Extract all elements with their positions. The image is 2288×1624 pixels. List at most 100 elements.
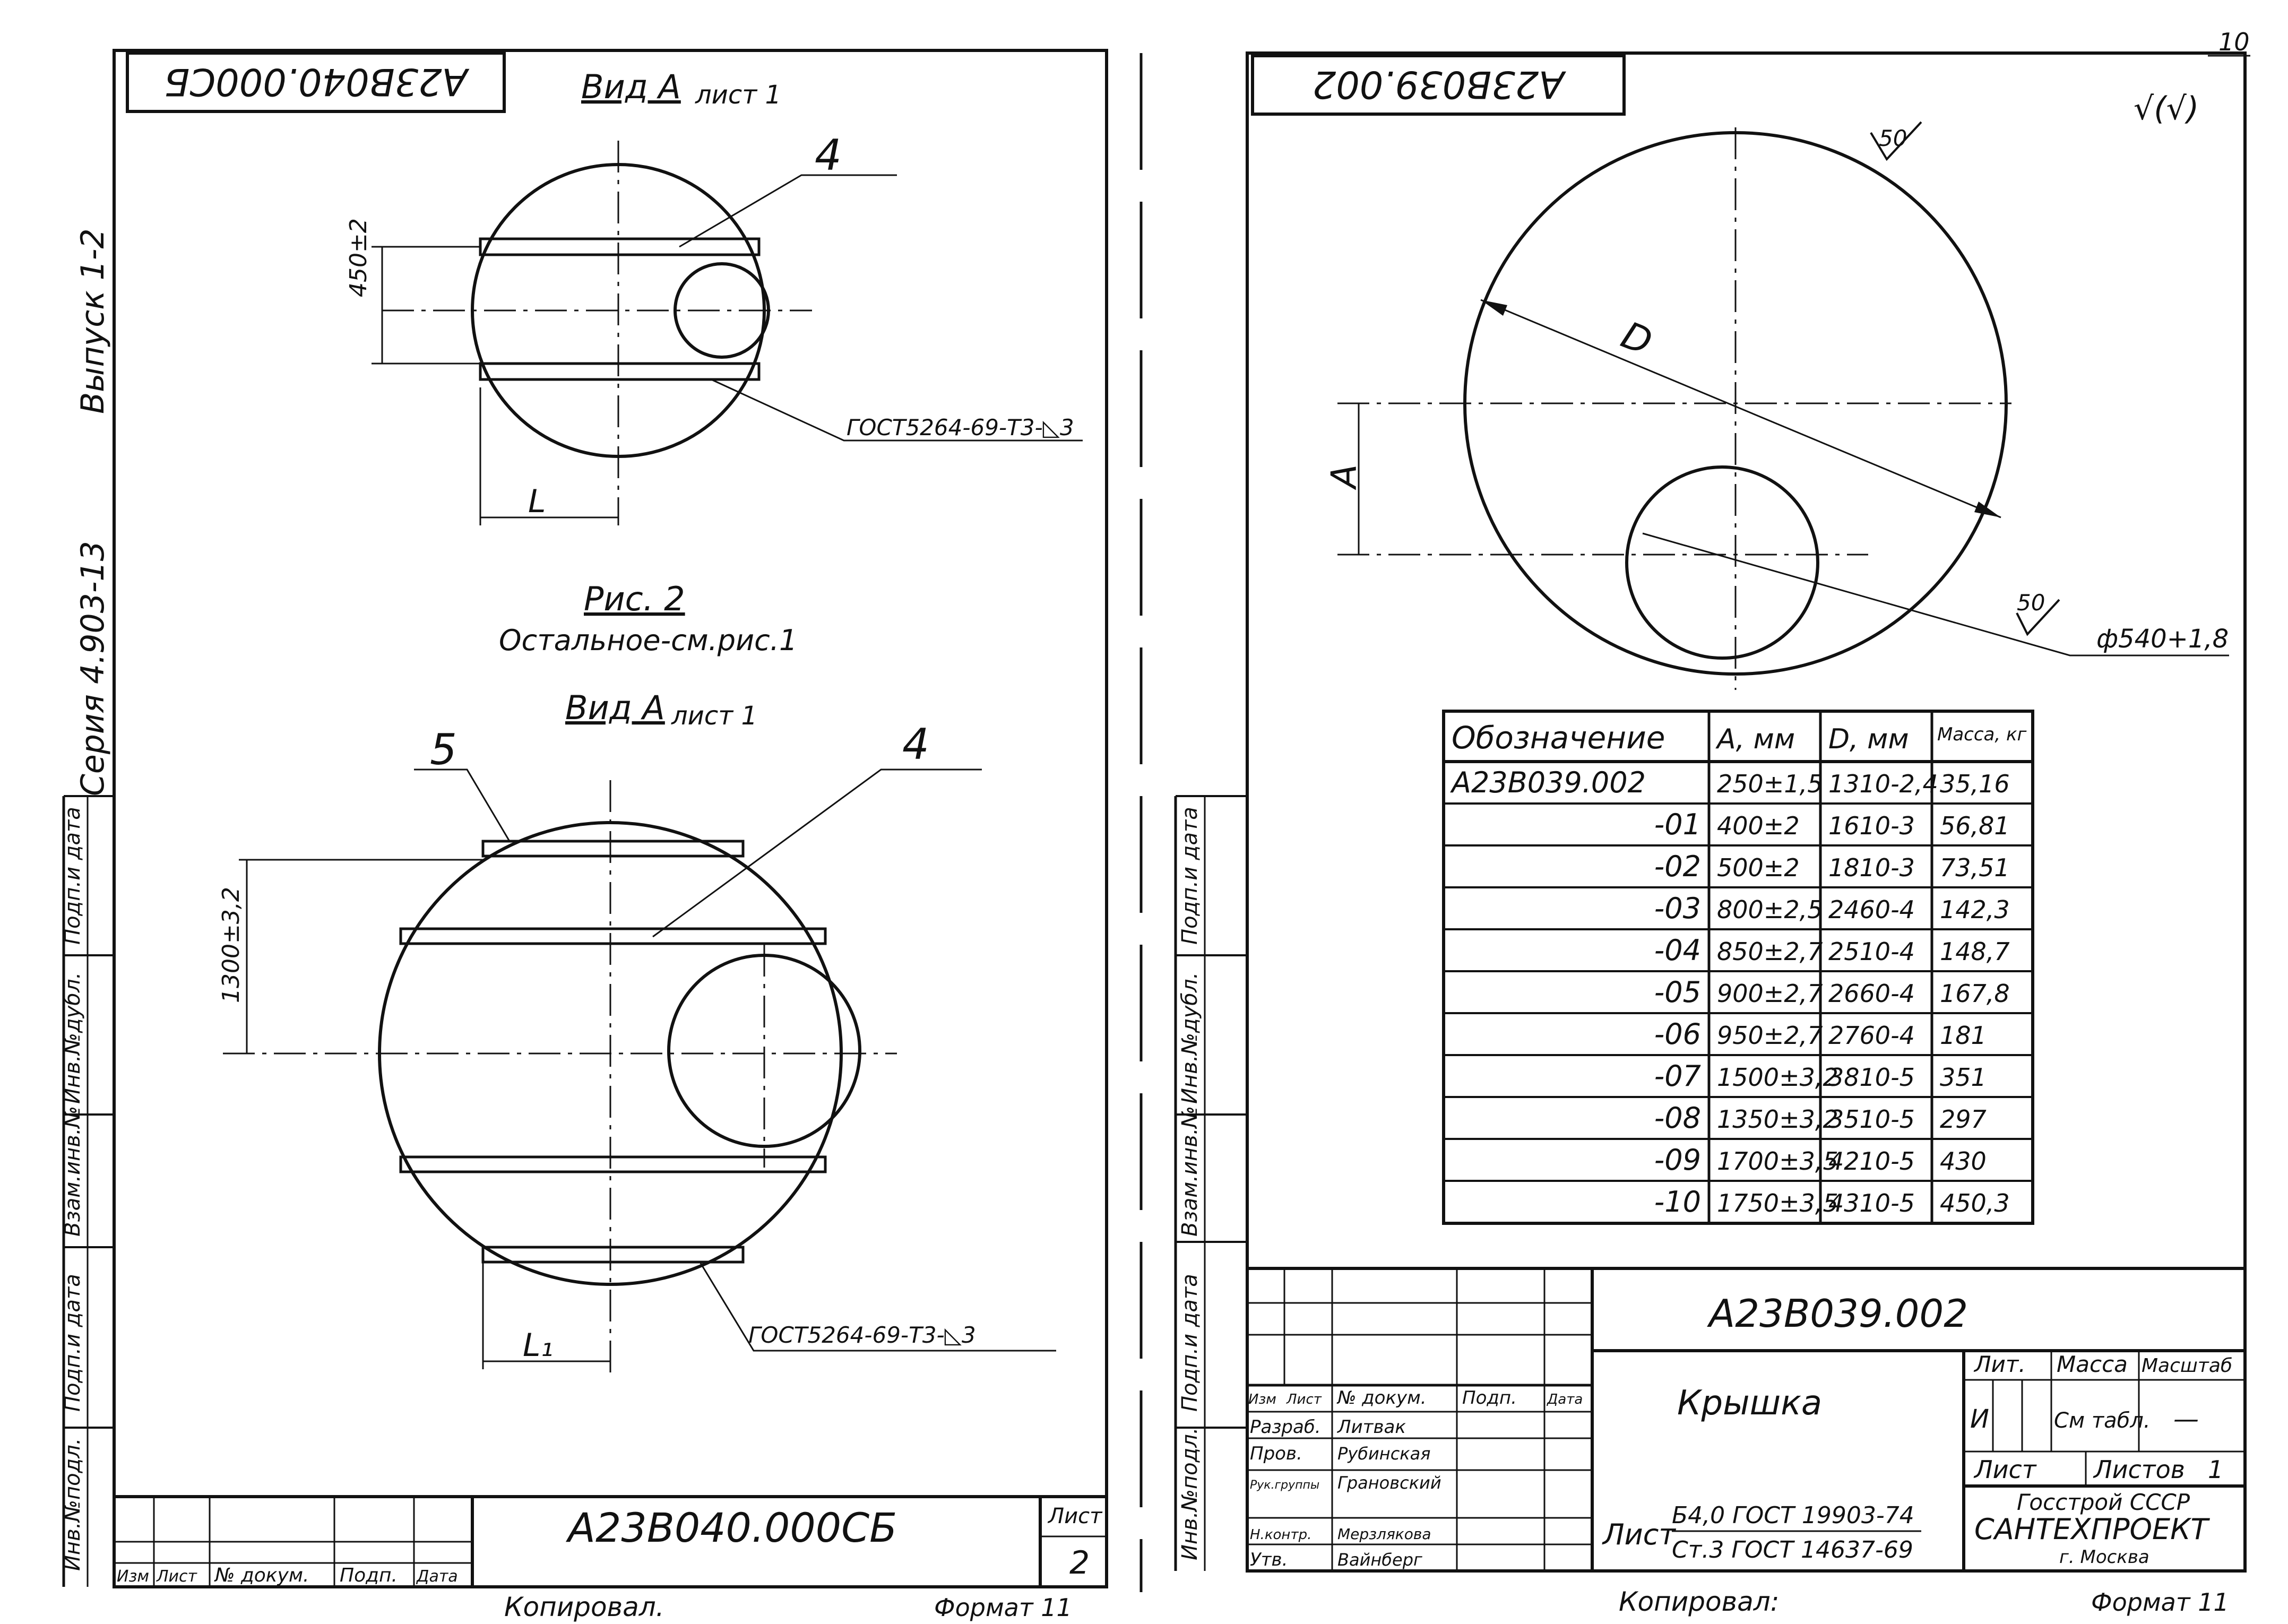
right-tb-role-2: Пров. bbox=[1250, 1443, 1302, 1464]
table-cell: -09 bbox=[1654, 1143, 1701, 1177]
right-stamp-box bbox=[1251, 54, 1626, 116]
left-tb-col-1: Изм bbox=[117, 1567, 149, 1586]
right-dim-A: A bbox=[1324, 464, 1365, 490]
left-view-a2-title: Вид А bbox=[565, 688, 665, 727]
table-cell: 450,3 bbox=[1940, 1189, 2010, 1217]
right-title-block: Изм Лист № докум. Подп. Дата Разраб. Лит… bbox=[1247, 1267, 2245, 1571]
left-side-label-3: Взам.инв.№ bbox=[61, 1106, 85, 1237]
right-tb-sheets-label: Листов bbox=[2093, 1455, 2185, 1484]
table-cell: 1700±3,5 bbox=[1717, 1147, 1838, 1176]
left-side-label-4: Инв.№дубл. bbox=[61, 972, 85, 1104]
variants-table: Обозначение А, мм D, мм Масса, кг А23В03… bbox=[1442, 710, 2034, 1225]
right-tb-col-1: Изм bbox=[1248, 1392, 1276, 1407]
right-tb-name-5: Вайнберг bbox=[1337, 1550, 1422, 1570]
left-dim-450: 450±2 bbox=[345, 218, 372, 297]
right-tb-col-5: Дата bbox=[1547, 1392, 1583, 1407]
right-frame bbox=[1246, 51, 2247, 1573]
left-issue-label: Выпуск 1-2 bbox=[74, 228, 111, 414]
right-tb-lit-label: Лит. bbox=[1973, 1351, 2026, 1377]
left-bottom-bar-3 bbox=[399, 1155, 827, 1173]
table-cell: 800±2,5 bbox=[1717, 895, 1823, 924]
table-header-d: D, мм bbox=[1828, 723, 1909, 755]
left-bottom-bar-4 bbox=[481, 1246, 745, 1264]
right-side-label-3: Взам.инв.№ bbox=[1178, 1106, 1202, 1237]
table-cell: 3510-5 bbox=[1828, 1105, 1915, 1134]
left-tb-code: А23В040.000СБ bbox=[565, 1504, 897, 1551]
left-footer-format: Формат 11 bbox=[934, 1593, 1072, 1622]
table-cell: 2760-4 bbox=[1828, 1021, 1915, 1050]
right-tb-mass-value: См табл. bbox=[2054, 1409, 2151, 1433]
table-cell: 250±1,5 bbox=[1717, 770, 1823, 798]
left-gost-bottom: ГОСТ5264-69-Т3-◺3 bbox=[748, 1322, 976, 1348]
left-top-bar-1 bbox=[479, 237, 761, 256]
left-side-label-1: Инв.№подл. bbox=[61, 1438, 85, 1571]
table-cell: 1500±3,2 bbox=[1717, 1063, 1838, 1092]
right-disc-view: D A ф540+1,8 50 50 bbox=[1324, 121, 2229, 690]
right-tb-name-2: Рубинская bbox=[1337, 1444, 1430, 1464]
right-tb-name-1: Литвак bbox=[1336, 1416, 1406, 1438]
left-view-a1-title: Вид А bbox=[581, 67, 681, 106]
left-tb-col-2: Лист bbox=[156, 1567, 198, 1586]
table-cell: 4210-5 bbox=[1828, 1147, 1915, 1176]
left-tb-sheet-label: Лист bbox=[1047, 1504, 1103, 1528]
left-stamp-box bbox=[126, 51, 506, 113]
right-tb-role-5: Утв. bbox=[1250, 1549, 1288, 1570]
left-view-a2-sheet: лист 1 bbox=[671, 701, 757, 731]
right-hole-dim: ф540+1,8 bbox=[2096, 624, 2229, 654]
right-dim-D-arrow-1 bbox=[1481, 300, 1507, 316]
right-tb-col-2: Лист bbox=[1286, 1392, 1322, 1407]
table-cell: 950±2,7 bbox=[1717, 1021, 1823, 1050]
table-cell: 1610-3 bbox=[1828, 811, 1915, 840]
table-cell: -01 bbox=[1654, 808, 1701, 841]
left-view-a1-sheet: лист 1 bbox=[695, 80, 781, 110]
right-side-label-5: Подп.и дата bbox=[1178, 807, 1202, 945]
right-tb-col-4: Подп. bbox=[1462, 1387, 1517, 1409]
left-stamp-code: А23В040.000СБ bbox=[164, 60, 469, 103]
right-dim-D-arrow-2 bbox=[1974, 502, 2001, 517]
left-tb-sheet-number: 2 bbox=[1069, 1544, 1090, 1582]
left-series-label: Серия 4.903-13 bbox=[74, 541, 111, 796]
left-dim-1300: 1300±3,2 bbox=[218, 887, 245, 1003]
table-cell: 2460-4 bbox=[1828, 895, 1915, 924]
table-cell: -07 bbox=[1654, 1059, 1701, 1093]
right-tb-scale-label: Масштаб bbox=[2142, 1355, 2232, 1377]
table-cell: 167,8 bbox=[1940, 979, 2010, 1008]
table-cell: -08 bbox=[1654, 1101, 1701, 1135]
left-bottom-bar-2 bbox=[399, 927, 827, 945]
table-cell: 2660-4 bbox=[1828, 979, 1915, 1008]
left-dim-L1: L₁ bbox=[523, 1327, 553, 1364]
table-cell: 181 bbox=[1940, 1021, 1987, 1050]
left-footer-copied: Копировал. bbox=[504, 1592, 664, 1622]
right-dim-D: D bbox=[1616, 313, 1659, 364]
right-tb-name-3: Грановский bbox=[1337, 1473, 1441, 1493]
right-rough-50-bottom: 50 bbox=[2017, 590, 2045, 616]
right-tb-org-1: Госстрой СССР bbox=[2017, 1489, 2190, 1515]
right-side-label-2: Подп.и дата bbox=[1178, 1274, 1202, 1412]
table-header-designation: Обозначение bbox=[1452, 720, 1665, 756]
table-cell: 850±2,7 bbox=[1717, 937, 1823, 966]
left-callout-4-top: 4 bbox=[815, 131, 842, 180]
right-footer-copied: Копировал: bbox=[1619, 1586, 1780, 1617]
right-tb-col-3: № докум. bbox=[1336, 1387, 1427, 1409]
table-cell: -03 bbox=[1654, 892, 1701, 925]
right-tb-org-2: САНТЕХПРОЕКТ bbox=[1974, 1513, 2210, 1546]
right-tb-name: Крышка bbox=[1677, 1384, 1822, 1423]
right-side-stamp: Инв.№подл. Подп.и дата Взам.инв.№ Инв.№д… bbox=[1174, 795, 1247, 1571]
left-bottom-bar-1 bbox=[481, 840, 745, 858]
table-cell: 2510-4 bbox=[1828, 937, 1915, 966]
left-frame bbox=[113, 49, 1108, 1588]
left-title-block: Изм Лист № докум. Подп. Дата А23В040.000… bbox=[114, 1495, 1107, 1587]
left-fig-title: Рис. 2 bbox=[584, 580, 685, 618]
left-sheet: А23В040.000СБ Инв.№подл. Подп.и дата Вза… bbox=[61, 49, 1108, 1622]
table-cell: 1750±3,5 bbox=[1717, 1189, 1838, 1217]
right-tb-lit-value: И bbox=[1970, 1404, 1989, 1434]
table-cell: 56,81 bbox=[1940, 811, 2010, 840]
table-cell: 35,16 bbox=[1940, 770, 2010, 798]
right-roughness: √(√) bbox=[2134, 90, 2199, 127]
right-tb-role-4: Н.контр. bbox=[1250, 1527, 1311, 1543]
right-stamp-code: А23В039.002 bbox=[1313, 63, 1566, 106]
left-callout-5: 5 bbox=[430, 725, 457, 774]
left-tb-col-4: Подп. bbox=[340, 1565, 398, 1586]
